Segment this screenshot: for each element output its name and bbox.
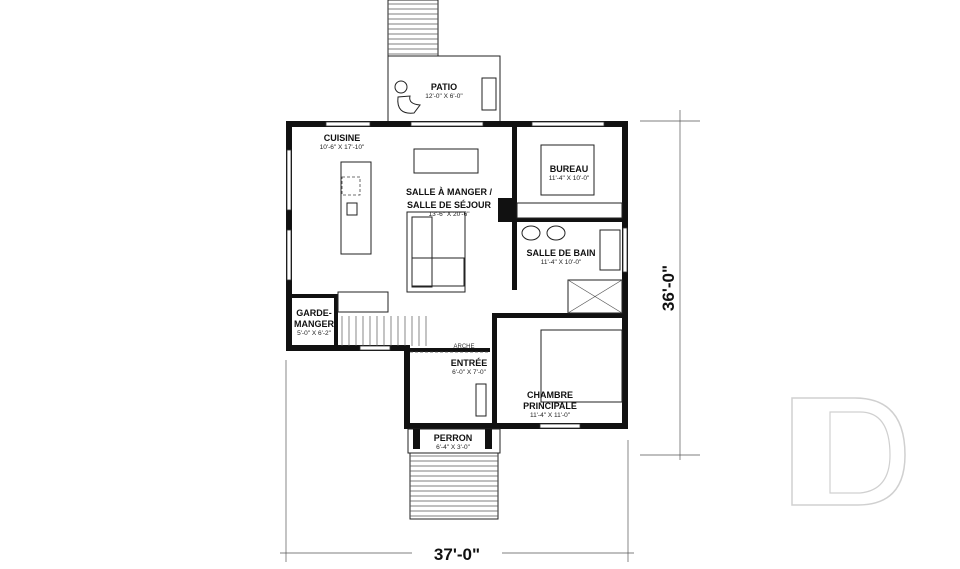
dimension-depth: 36'-0" <box>640 110 700 460</box>
room-name-principale: PRINCIPALE <box>523 401 577 411</box>
room-size-chambre: 11'-4" X 11'-0" <box>530 412 571 419</box>
room-name-patio: PATIO <box>431 82 457 92</box>
room-name-perron: PERRON <box>434 433 473 443</box>
room-size-patio: 12'-0" X 6'-0" <box>425 93 463 100</box>
room-name-cuisine: CUISINE <box>324 133 361 143</box>
furniture <box>337 144 623 417</box>
width-dimension-label: 37'-0" <box>434 545 480 564</box>
room-name-manger: MANGER <box>294 319 334 329</box>
room-name-bureau: BUREAU <box>550 164 589 174</box>
room-name-salle-de-sejour: SALLE DE SÉJOUR <box>407 200 492 210</box>
room-size-bureau: 11'-4" X 10'-0" <box>549 175 590 182</box>
room-name-garde: GARDE- <box>296 308 332 318</box>
depth-dimension-label: 36'-0" <box>659 265 678 311</box>
room-size-salle-de-bain: 11'-4" X 10'-0" <box>541 259 582 266</box>
room-size-salle: 13'-6" X 20'-6" <box>428 211 470 218</box>
room-size-garde-manger: 5'-0" X 6'-2" <box>297 330 332 337</box>
room-name-salle-de-bain: SALLE DE BAIN <box>526 248 595 258</box>
room-name-chambre: CHAMBRE <box>527 390 573 400</box>
front-stairs <box>409 452 499 520</box>
room-size-perron: 6'-4" X 3'-0" <box>436 444 471 451</box>
room-labels: PATIO 12'-0" X 6'-0" CUISINE 10'-6" X 17… <box>294 82 596 451</box>
room-name-salle-a-manger: SALLE À MANGER / <box>406 187 493 197</box>
back-stairs <box>387 0 439 57</box>
dimension-width: 37'-0" <box>280 360 634 564</box>
room-name-entree: ENTRÉE <box>451 358 488 368</box>
walls <box>286 121 628 429</box>
room-size-entree: 6'-0" X 7'-0" <box>452 369 487 376</box>
brand-logo <box>791 397 906 506</box>
arch-label: ARCHE <box>453 344 474 350</box>
room-size-cuisine: 10'-6" X 17'-10" <box>320 144 365 151</box>
